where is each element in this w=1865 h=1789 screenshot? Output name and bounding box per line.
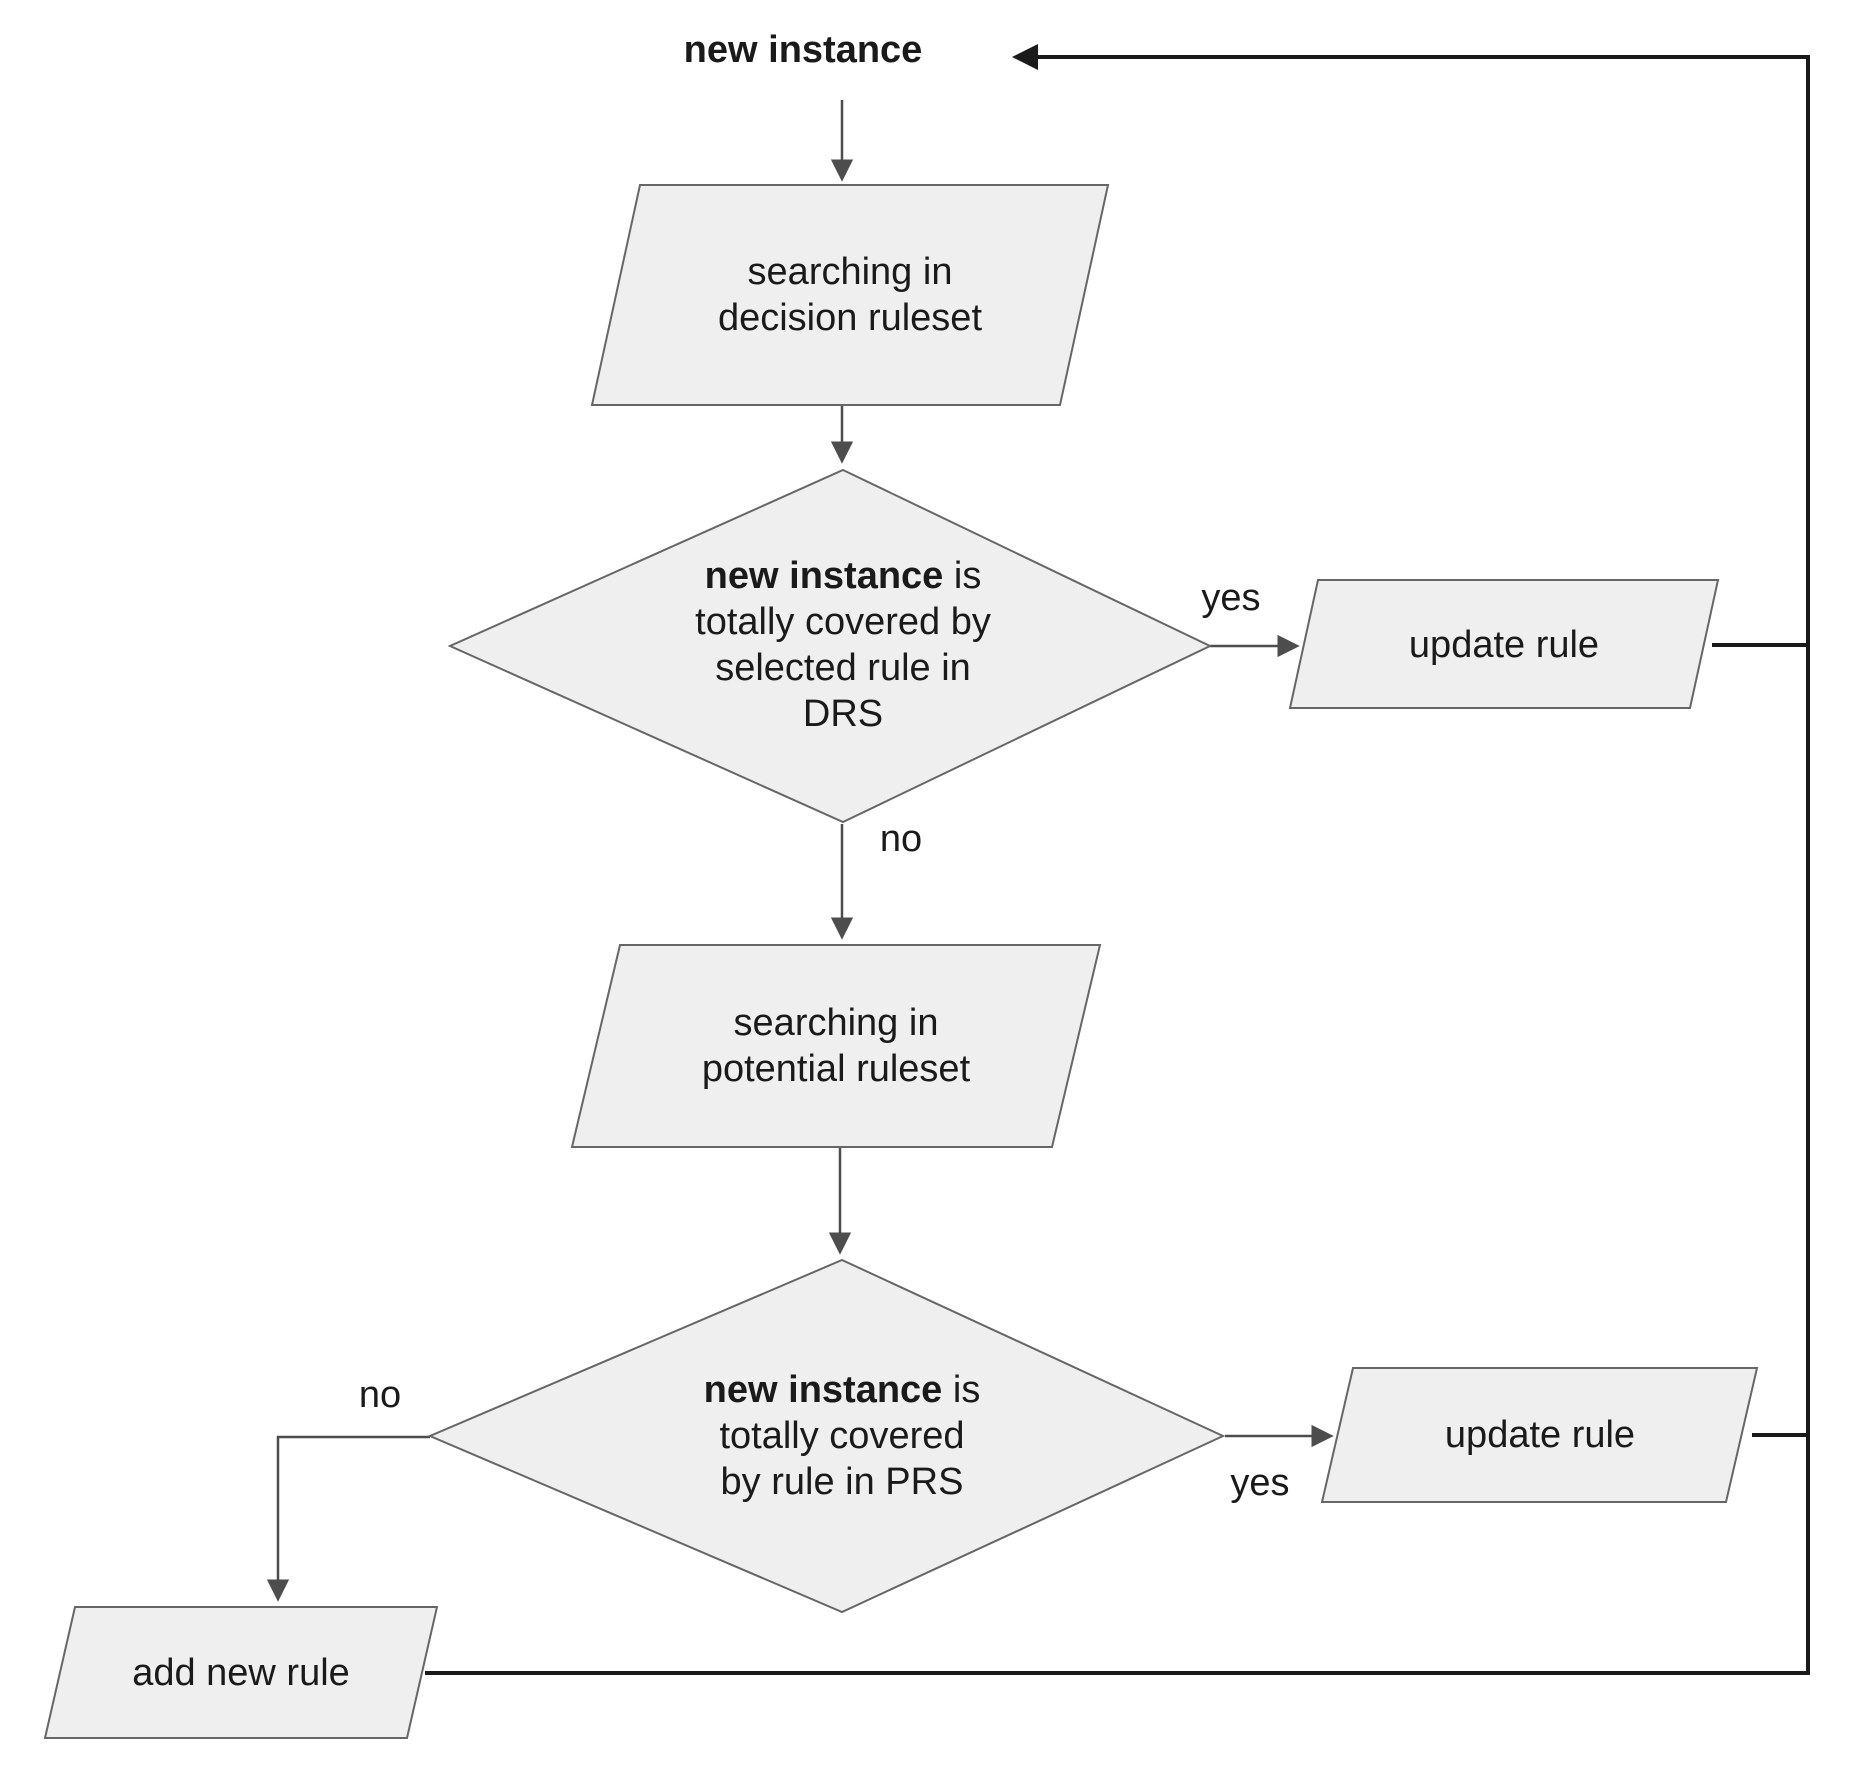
loop-edge-to-new-instance (425, 44, 1810, 1675)
search-drs-label: searching in decision ruleset (717, 251, 983, 339)
update-rule-drs-shape (1288, 579, 1720, 709)
edge-decision-prs-no (266, 1435, 430, 1602)
covered-prs-decision-shape (427, 1258, 1226, 1614)
update-rule-prs-shape (1320, 1367, 1759, 1503)
add-new-rule-label: add new rule (132, 1652, 350, 1694)
add-new-rule-shape (43, 1606, 439, 1739)
edge-label-prs-no: no (358, 1374, 402, 1416)
update-rule-prs-label: update rule (1444, 1414, 1636, 1456)
edge-label-drs-no: no (879, 818, 923, 860)
covered-drs-decision-shape (447, 468, 1213, 824)
search-drs-shape (590, 184, 1110, 406)
start-label: new instance (683, 29, 923, 71)
edge-label-drs-yes: yes (1201, 577, 1261, 619)
covered-drs-label: new instance is totally covered by selec… (695, 555, 991, 735)
update-rule-drs-label: update rule (1408, 624, 1600, 666)
search-prs-shape (570, 944, 1102, 1148)
search-prs-label: searching in potential ruleset (701, 1002, 971, 1090)
edge-label-prs-yes: yes (1230, 1462, 1290, 1504)
covered-prs-label: new instance is totally covered by rule … (703, 1369, 981, 1503)
